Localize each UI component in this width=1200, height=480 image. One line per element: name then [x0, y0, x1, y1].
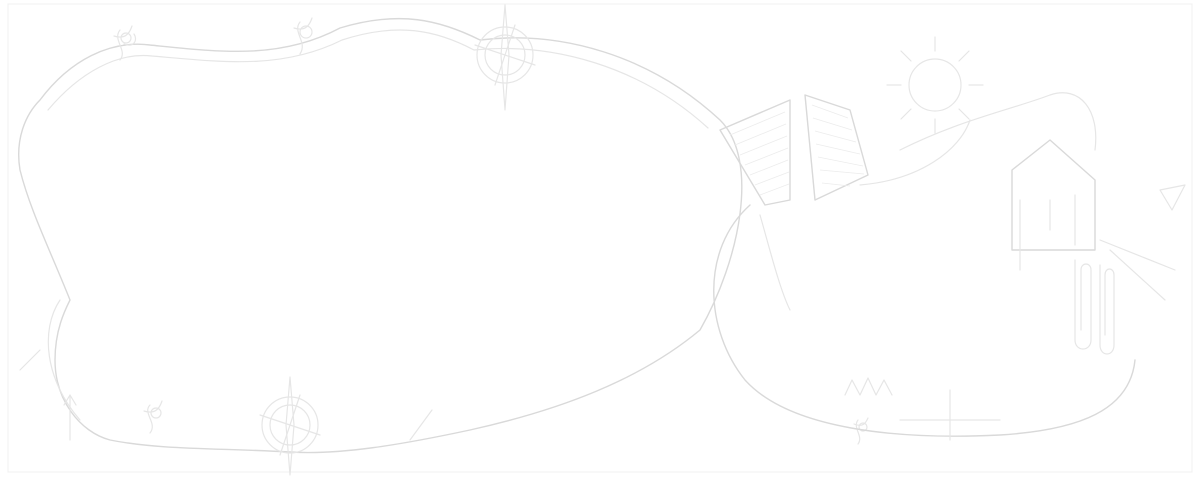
knot-icon: [113, 25, 137, 61]
stroke-line: [19, 349, 433, 441]
compass-rose-icon: [474, 4, 536, 111]
paperclip-icon: [1074, 259, 1092, 350]
compass-rose-icon: [259, 376, 321, 476]
page-frame: [7, 3, 1193, 473]
knot-icon: [853, 417, 869, 445]
divider-line: [899, 389, 1001, 441]
grass-tuft-icon: [844, 377, 893, 396]
paperclip-icon: [1099, 264, 1115, 355]
banner-fold-line: [47, 299, 81, 421]
loop-inner-line: [759, 214, 791, 311]
open-book-icon: [719, 94, 869, 206]
loop-outline: [713, 204, 1136, 437]
banner-inner-outline: [47, 29, 709, 129]
swoosh-line: [859, 119, 971, 186]
knot-icon: [143, 400, 163, 434]
knot-icon: [293, 17, 313, 55]
swoosh-line: [899, 92, 1097, 151]
arrow-icon: [63, 394, 77, 441]
sun-icon: [886, 36, 984, 134]
house-icon: [1011, 139, 1096, 271]
banner-outline: [18, 17, 743, 454]
flag-icon: [1099, 184, 1186, 301]
